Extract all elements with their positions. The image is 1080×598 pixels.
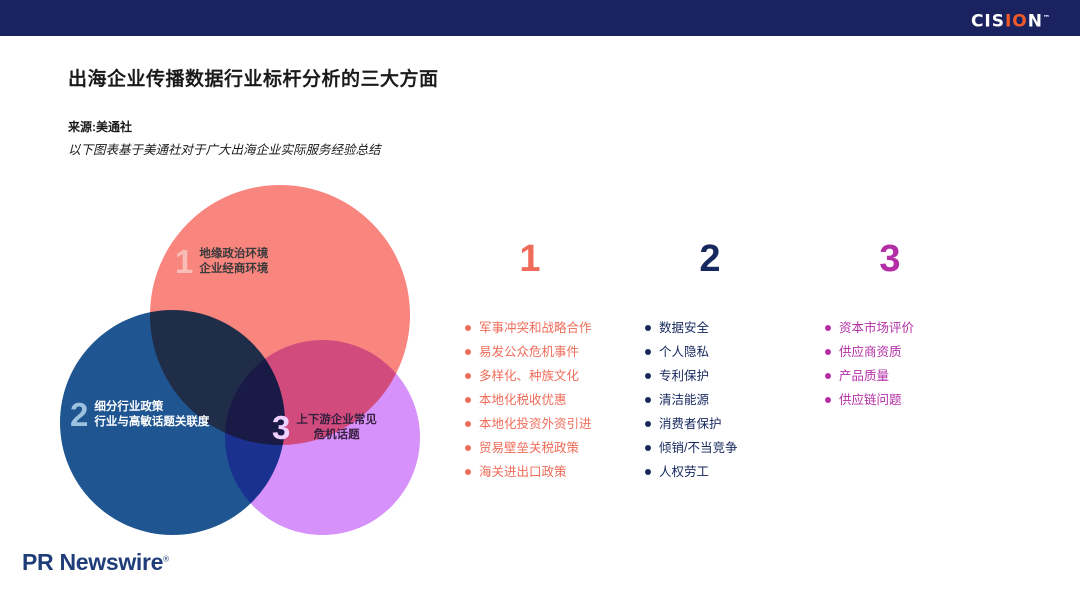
list-item: 本地化税收优惠 [465,388,655,412]
source-label: 来源:美通社 [68,120,132,134]
trademark-icon: ™ [1043,14,1050,22]
list-item: 清洁能源 [645,388,835,412]
list-item: 多样化、种族文化 [465,364,655,388]
venn-label-3: 3 上下游企业常见 危机话题 [272,411,377,444]
list-item: 消费者保护 [645,412,835,436]
column-number-1: 1 [519,238,541,280]
venn-text-1: 地缘政治环境 企业经商环境 [199,247,268,277]
top-header-bar: CISION™ [0,0,1080,36]
list-item: 专利保护 [645,364,835,388]
bullet-label: 海关进出口政策 [479,465,567,479]
cision-logo-part-tail: N [1027,11,1043,32]
venn-text-2: 细分行业政策 行业与高敏话题关联度 [94,400,209,430]
list-item: 资本市场评价 [825,316,1015,340]
list-item: 数据安全 [645,316,835,340]
list-item: 个人隐私 [645,340,835,364]
bullet-dot-icon [645,325,651,331]
bullet-dot-icon [645,349,651,355]
list-item: 产品质量 [825,364,1015,388]
list-item: 倾销/不当竞争 [645,436,835,460]
bullet-label: 易发公众危机事件 [479,345,580,359]
bullet-list-3: 资本市场评价 供应商资质 产品质量 供应链问题 [825,316,1015,412]
cision-logo-part-accent: IO [1004,11,1028,32]
bullet-dot-icon [645,397,651,403]
venn-label-1: 1 地缘政治环境 企业经商环境 [175,245,268,278]
subtitle-note: 以下图表基于美通社对于广大出海企业实际服务经验总结 [68,143,381,157]
bullet-dot-icon [465,373,471,379]
list-item: 本地化投资外资引进 [465,412,655,436]
cision-logo: CISION™ [971,9,1050,31]
venn-number-3: 3 [272,409,291,446]
bullet-dot-icon [465,325,471,331]
venn-label-2: 2 细分行业政策 行业与高敏话题关联度 [70,398,209,431]
bullet-dot-icon [465,445,471,451]
bullet-dot-icon [465,397,471,403]
column-number-3: 3 [879,238,901,280]
bullet-dot-icon [645,373,651,379]
bullet-label: 本地化税收优惠 [479,393,567,407]
bullet-label: 人权劳工 [659,465,710,479]
venn-text-2-line-2: 行业与高敏话题关联度 [94,415,210,428]
bullet-label: 个人隐私 [659,345,710,359]
venn-number-1: 1 [175,243,194,280]
venn-number-2: 2 [70,396,89,433]
bullet-label: 数据安全 [659,321,710,335]
bullet-label: 资本市场评价 [839,321,915,335]
list-item: 人权劳工 [645,460,835,484]
registered-mark-icon: ® [163,554,169,564]
bullet-label: 供应商资质 [839,345,902,359]
bullet-label: 专利保护 [659,369,710,383]
bullet-label: 倾销/不当竞争 [659,441,738,455]
bullet-label: 产品质量 [839,369,890,383]
bullet-dot-icon [645,469,651,475]
page-title: 出海企业传播数据行业标杆分析的三大方面 [68,69,439,90]
venn-text-1-line-1: 地缘政治环境 [199,247,269,260]
list-item: 易发公众危机事件 [465,340,655,364]
bullet-label: 清洁能源 [659,393,710,407]
bullet-dot-icon [465,349,471,355]
bullet-dot-icon [465,469,471,475]
venn-text-1-line-2: 企业经商环境 [199,262,269,275]
topic-column-1: 1 军事冲突和战略合作 易发公众危机事件 多样化、种族文化 本地化税收优惠 本地… [465,240,655,484]
list-item: 军事冲突和战略合作 [465,316,655,340]
list-item: 贸易壁垒关税政策 [465,436,655,460]
topic-column-2: 2 数据安全 个人隐私 专利保护 清洁能源 消费者保护 [645,240,835,484]
bullet-list-1: 军事冲突和战略合作 易发公众危机事件 多样化、种族文化 本地化税收优惠 本地化投… [465,316,655,484]
list-item: 供应链问题 [825,388,1015,412]
topic-column-3: 3 资本市场评价 供应商资质 产品质量 供应链问题 [825,240,1015,412]
bullet-label: 多样化、种族文化 [479,369,580,383]
bullet-dot-icon [825,397,831,403]
list-item: 海关进出口政策 [465,460,655,484]
column-number-2: 2 [699,238,721,280]
bullet-dot-icon [825,349,831,355]
bullet-label: 军事冲突和战略合作 [479,321,592,335]
bullet-dot-icon [465,421,471,427]
cision-logo-part-primary: CIS [970,11,1005,32]
bullet-list-2: 数据安全 个人隐私 专利保护 清洁能源 消费者保护 倾销/不当竞争 [645,316,835,484]
venn-circle-3 [225,340,420,535]
venn-text-3-line-2: 危机话题 [313,428,360,441]
venn-text-3: 上下游企业常见 危机话题 [296,413,377,443]
bullet-label: 贸易壁垒关税政策 [479,441,580,455]
bullet-label: 本地化投资外资引进 [479,417,592,431]
pr-newswire-logo: PR Newswire® [22,549,169,576]
bullet-dot-icon [825,325,831,331]
bullet-dot-icon [645,445,651,451]
bullet-label: 消费者保护 [659,417,722,431]
bullet-dot-icon [825,373,831,379]
venn-text-2-line-1: 细分行业政策 [94,400,164,413]
venn-diagram: 1 地缘政治环境 企业经商环境 2 细分行业政策 行业与高敏话题关联度 3 上下… [60,185,460,535]
list-item: 供应商资质 [825,340,1015,364]
bullet-dot-icon [645,421,651,427]
venn-text-3-line-1: 上下游企业常见 [296,413,377,426]
bullet-label: 供应链问题 [839,393,902,407]
pr-newswire-logo-text: PR Newswire [22,549,164,575]
